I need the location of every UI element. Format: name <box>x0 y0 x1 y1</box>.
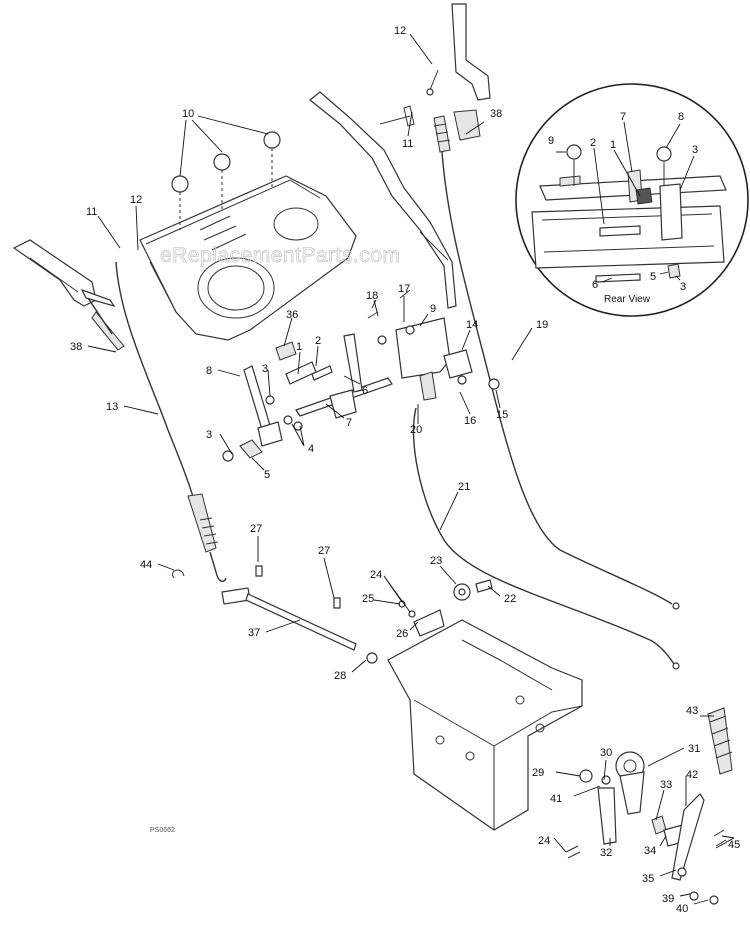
callout-43: 43 <box>686 705 698 717</box>
callout-11: 11 <box>402 138 413 150</box>
callout-33: 33 <box>660 779 672 791</box>
callout-21: 21 <box>458 481 470 493</box>
callout-37: 37 <box>248 627 260 639</box>
callout-9: 9 <box>430 303 436 315</box>
callout-7: 7 <box>346 417 352 429</box>
inset-callout-7: 7 <box>620 111 626 123</box>
callout-12: 12 <box>130 194 142 206</box>
callout-15: 15 <box>496 409 508 421</box>
callout-31: 31 <box>688 743 700 755</box>
dash-panel-housing <box>139 131 357 341</box>
callout-5: 5 <box>264 469 270 481</box>
callout-26: 26 <box>396 628 408 640</box>
callout-42: 42 <box>686 769 698 781</box>
callout-8: 8 <box>206 365 212 377</box>
callout-32: 32 <box>600 847 612 859</box>
callout-38: 38 <box>490 108 502 120</box>
callout-24: 24 <box>370 569 382 581</box>
inset-callout-1: 1 <box>610 139 616 151</box>
inset-callout-2: 2 <box>590 137 596 149</box>
callout-22: 22 <box>504 593 516 605</box>
callout-27: 27 <box>318 545 330 557</box>
callout-27: 27 <box>250 523 262 535</box>
callout-38: 38 <box>70 341 82 353</box>
auger-bracket <box>387 579 583 831</box>
callout-40: 40 <box>676 903 688 915</box>
inset-callout-9: 9 <box>548 135 554 147</box>
shift-linkage <box>222 289 680 670</box>
watermark: eReplacementParts.com <box>160 244 400 267</box>
callout-3: 3 <box>206 429 212 441</box>
callout-2: 2 <box>315 335 321 347</box>
chute-rod <box>172 565 378 664</box>
callout-16: 16 <box>464 415 476 427</box>
callout-41: 41 <box>550 793 562 805</box>
callout-13: 13 <box>106 401 118 413</box>
callout-labels: 12 38 11 10 11 12 38 13 18 17 9 36 14 19… <box>70 25 740 915</box>
upper-right-lever <box>379 3 680 610</box>
callout-28: 28 <box>334 670 346 682</box>
callout-1: 1 <box>296 341 302 353</box>
callout-14: 14 <box>466 319 478 331</box>
callout-6: 6 <box>362 385 368 397</box>
callout-10: 10 <box>182 108 194 120</box>
callout-30: 30 <box>600 747 612 759</box>
leader-lines <box>87 33 735 905</box>
inset-callout-5: 5 <box>650 271 656 283</box>
callout-23: 23 <box>430 555 442 567</box>
callout-45: 45 <box>728 839 740 851</box>
callout-29: 29 <box>532 767 544 779</box>
left-handle-assembly <box>12 239 227 583</box>
callout-11: 11 <box>86 206 97 218</box>
figure-code: PS0662 <box>150 827 175 834</box>
callout-24: 24 <box>538 835 550 847</box>
inset-callout-8: 8 <box>678 111 684 123</box>
inset-callout-3: 3 <box>680 281 686 293</box>
rear-view-inset <box>515 83 749 317</box>
inset-callout-3: 3 <box>692 144 698 156</box>
callout-44: 44 <box>140 559 152 571</box>
callout-25: 25 <box>362 593 374 605</box>
inset-caption: Rear View <box>604 294 651 305</box>
callout-39: 39 <box>662 893 674 905</box>
callout-20: 20 <box>410 424 422 436</box>
callout-4: 4 <box>308 443 314 455</box>
callout-12: 12 <box>394 25 406 37</box>
callout-35: 35 <box>642 873 654 885</box>
callout-18: 18 <box>366 290 378 302</box>
callout-36: 36 <box>286 309 298 321</box>
callout-19: 19 <box>536 319 548 331</box>
inset-callout-6: 6 <box>592 279 598 291</box>
callout-17: 17 <box>398 283 410 295</box>
callout-3: 3 <box>262 363 268 375</box>
callout-34: 34 <box>644 845 656 857</box>
right-handle <box>309 91 457 309</box>
